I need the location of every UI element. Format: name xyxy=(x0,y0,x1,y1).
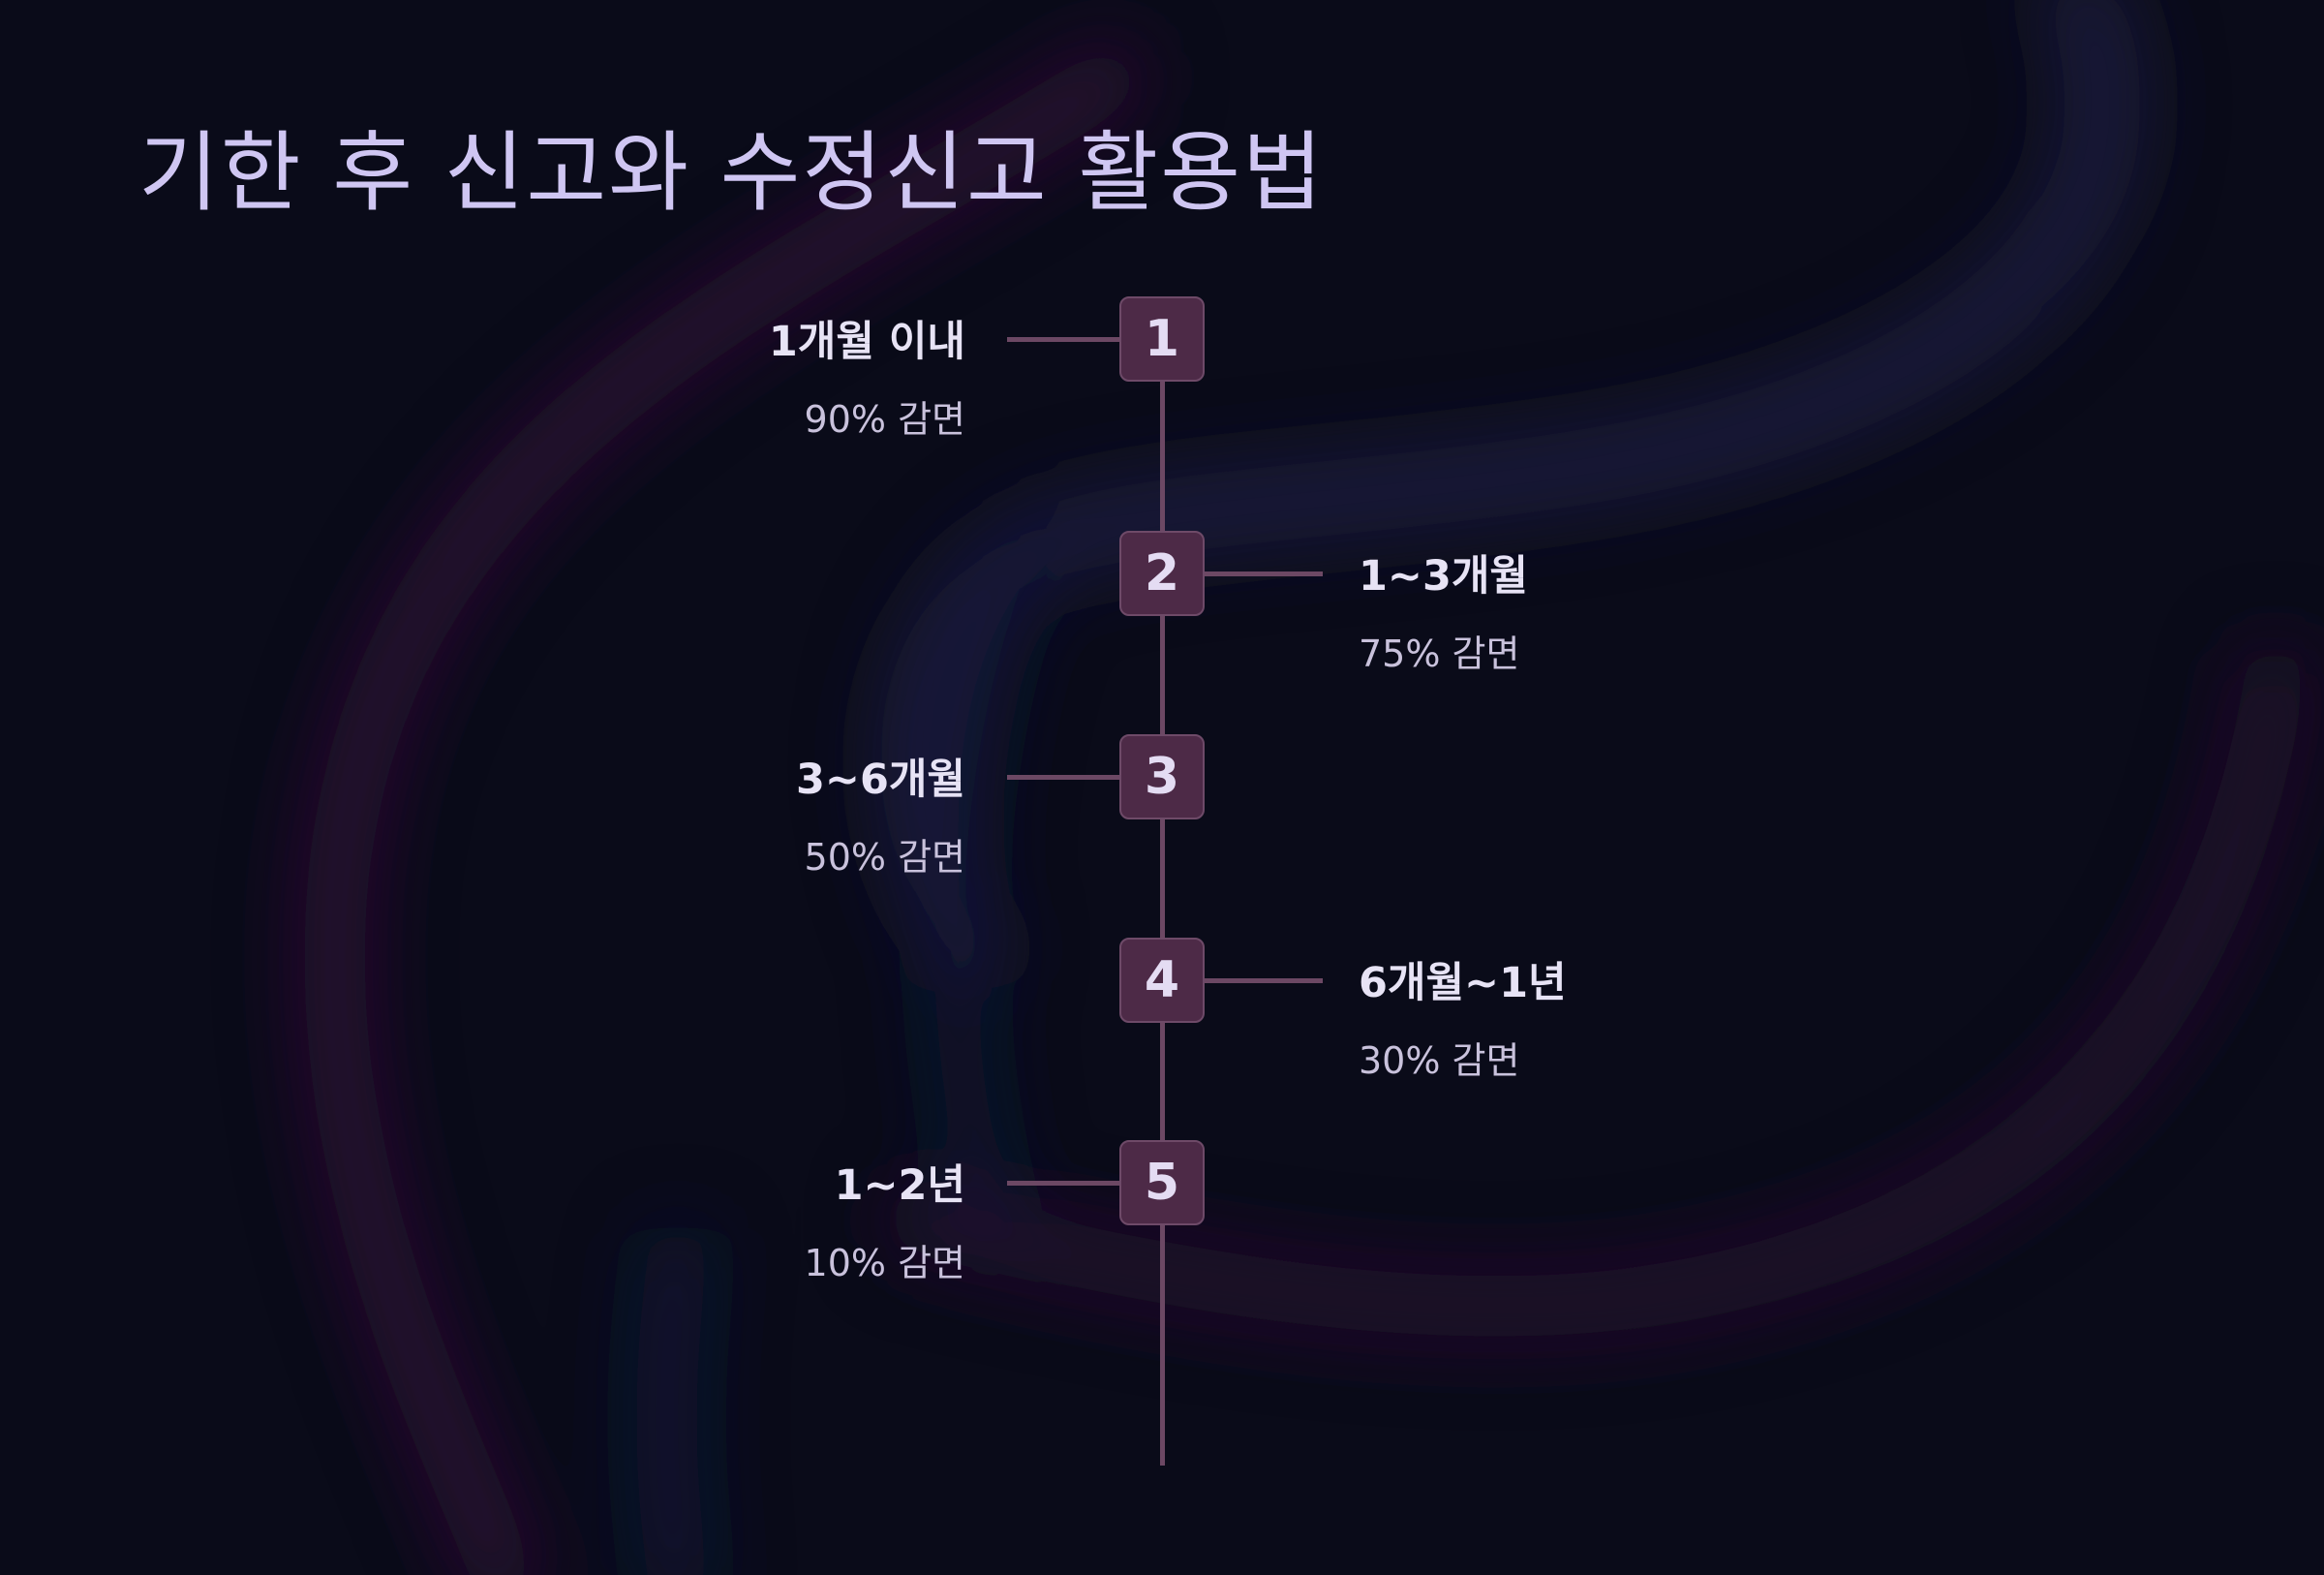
step-badge-5: 5 xyxy=(1119,1140,1205,1225)
connector-5 xyxy=(1007,1181,1125,1186)
step-reduction-1: 90% 감면 xyxy=(804,398,965,441)
step-period-5: 1~2년 xyxy=(834,1161,965,1210)
step-badge-1: 1 xyxy=(1119,296,1205,382)
connector-2 xyxy=(1205,571,1323,576)
page-title: 기한 후 신고와 수정신고 활용법 xyxy=(138,122,1325,224)
step-period-3: 3~6개월 xyxy=(796,756,965,804)
step-reduction-5: 10% 감면 xyxy=(804,1242,965,1284)
step-period-1: 1개월 이내 xyxy=(768,318,965,366)
step-badge-4: 4 xyxy=(1119,938,1205,1023)
step-reduction-2: 75% 감면 xyxy=(1359,633,1520,675)
step-period-4: 6개월~1년 xyxy=(1359,959,1567,1007)
connector-4 xyxy=(1205,978,1323,983)
step-reduction-3: 50% 감면 xyxy=(804,836,965,879)
step-period-2: 1~3개월 xyxy=(1359,552,1528,601)
connector-1 xyxy=(1007,337,1125,342)
step-badge-3: 3 xyxy=(1119,734,1205,819)
step-reduction-4: 30% 감면 xyxy=(1359,1039,1520,1082)
step-badge-2: 2 xyxy=(1119,531,1205,616)
timeline-axis xyxy=(1160,337,1165,1466)
connector-3 xyxy=(1007,775,1125,780)
